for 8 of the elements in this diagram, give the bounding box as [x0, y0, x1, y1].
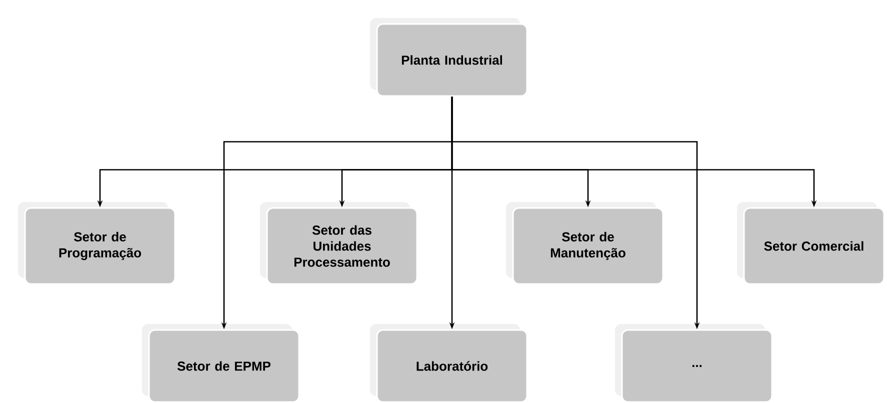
org-box: Planta Industrial	[370, 18, 528, 97]
org-box: Setor Comercial	[737, 202, 885, 285]
org-box: ...	[615, 324, 773, 403]
org-box: Laboratório	[370, 324, 528, 403]
org-box: Setor de EPMP	[142, 324, 300, 403]
org-box: Setor de Programação	[18, 202, 176, 285]
org-box: Setor das Unidades Processamento	[260, 202, 418, 285]
org-box: Setor de Manutenção	[506, 202, 664, 285]
